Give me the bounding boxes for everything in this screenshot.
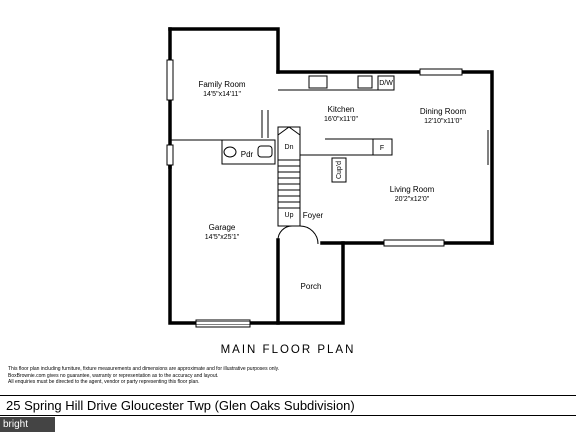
disclaimer-line: BoxBrownie.com gives no guarantee, warra…: [8, 372, 219, 379]
family-room-label: Family Room: [198, 80, 245, 89]
family-room-walls: [168, 27, 280, 74]
kitchen-label: Kitchen: [328, 105, 355, 114]
disclaimer-line: All enquiries must be directed to the ag…: [8, 379, 200, 385]
dining-room-dims: 12'10"x11'0": [424, 118, 462, 125]
dishwasher-label: D/W: [379, 80, 393, 87]
family-room-dims: 14'5"x14'11": [203, 91, 241, 98]
address-top-rule: [0, 395, 576, 396]
plan-title: MAIN FLOOR PLAN: [220, 344, 356, 356]
garage-walls: [168, 165, 280, 325]
powder-room: [221, 139, 276, 165]
stairs-up-label: Up: [285, 212, 294, 219]
sink-powder: [257, 145, 273, 158]
address-bottom-rule: [0, 415, 576, 416]
dining-window: [419, 68, 463, 76]
kitchen-dims: 16'0"x11'0": [324, 116, 358, 123]
fridge-box: [372, 138, 393, 156]
dishwasher-box: [377, 75, 395, 91]
garage-label: Garage: [209, 223, 236, 232]
toilet: [223, 146, 237, 158]
porch-walls: [276, 241, 345, 325]
sink: [357, 75, 373, 89]
living-room-label: Living Room: [390, 185, 435, 194]
property-address: 25 Spring Hill Drive Gloucester Twp (Gle…: [6, 398, 355, 413]
stove: [308, 75, 328, 89]
kitchen-top-wall: [276, 70, 494, 245]
cupboard-box: [331, 157, 347, 183]
stairs-down-label: Dn: [285, 144, 294, 151]
pdr-label: Pdr: [241, 150, 254, 159]
garage-dims: 14'5"x25'1": [205, 234, 240, 241]
cupboard-label: Cup'd: [336, 161, 343, 179]
family-window: [166, 59, 174, 101]
garage-window: [195, 319, 251, 328]
living-window: [383, 239, 445, 247]
porch-label: Porch: [301, 282, 322, 291]
disclaimer: This floor plan including furniture, fix…: [8, 366, 279, 386]
dining-room-label: Dining Room: [420, 107, 467, 116]
fridge-label: F: [380, 145, 384, 152]
floor-plan: Family Room 14'5"x14'11" Kitchen 16'0"x1…: [166, 27, 494, 328]
watermark-badge: bright: [0, 417, 55, 432]
door-swing: [299, 225, 319, 245]
disclaimer-line: This floor plan including furniture, fix…: [8, 366, 280, 372]
foyer-label: Foyer: [303, 211, 324, 220]
living-room-dims: 20'2"x12'0": [395, 196, 430, 203]
